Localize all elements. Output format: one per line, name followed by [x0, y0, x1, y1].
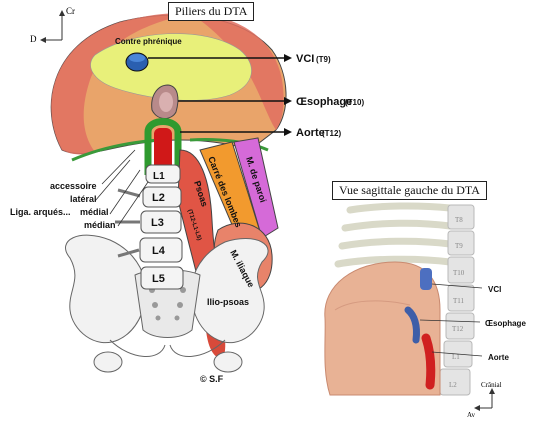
orientation-axis: Cr D [30, 6, 75, 44]
sagittal-diagram: T8 T9 T10 T11 T12 L1 L2 VCI Œsophage Aor… [324, 202, 526, 419]
sag-aorta [421, 333, 436, 390]
sag-orientation-axis: Crânial Av [467, 381, 502, 419]
accessoire-label: accessoire [50, 181, 97, 191]
sag-axis-up: Crânial [481, 381, 502, 389]
vertebra-label: L4 [152, 245, 166, 257]
sag-vci-label: VCI [488, 285, 501, 294]
sag-axis-left: Av [467, 411, 476, 419]
sag-vci [420, 268, 432, 290]
lateral-label: latéral [70, 194, 97, 204]
vertebra-l1 [145, 164, 181, 184]
centre-label: Contre phrénique [115, 37, 182, 46]
vci-foramen [125, 52, 292, 72]
sag-oesophagus-label: Œsophage [485, 319, 526, 328]
aorte-label: Aorte [296, 127, 325, 139]
axis-up-label: Cr [66, 6, 75, 16]
sag-vertebra-label: L1 [452, 353, 460, 361]
vertebra-l4 [139, 237, 183, 263]
vertebra-label: L1 [153, 171, 165, 182]
ligament-pointers [94, 149, 149, 227]
oesophagus-label: Œsophage [296, 96, 352, 108]
aorte-level: (T12) [322, 129, 341, 138]
lumbar-spine: L1 L2 L3 L4 L5 [115, 164, 184, 290]
sagittal-title: Vue sagittale gauche du DTA [332, 181, 487, 200]
sag-vertebra-label: T9 [455, 242, 463, 250]
thoracic-spine: T8 T9 T10 T11 T12 L1 L2 [439, 204, 475, 396]
sag-vertebra-label: L2 [449, 381, 457, 389]
sag-vertebra-label: T8 [455, 216, 463, 224]
sag-vertebra-label: T10 [453, 269, 465, 277]
vci-level: (T9) [316, 55, 331, 64]
vertebra-l5 [140, 266, 184, 290]
sag-oesophagus [404, 306, 420, 344]
aortic-hiatus [144, 118, 292, 176]
pelvis [65, 234, 269, 373]
sag-vertebra-label: T12 [452, 325, 464, 333]
diaphragm-dome [50, 13, 287, 162]
vertebra-l2 [142, 186, 182, 208]
vertebra-l3 [140, 210, 182, 234]
signature: © S.F [200, 374, 224, 384]
vertebra-label: L5 [152, 273, 165, 285]
medial-label: médial [80, 207, 109, 217]
oesophagus-level: (T10) [345, 98, 364, 107]
vertebra-label: L3 [151, 217, 164, 229]
median-label: médian [84, 220, 116, 230]
vertebra-label: L2 [152, 192, 165, 204]
sag-vertebra-label: T11 [453, 297, 465, 305]
sag-aorte-label: Aorte [488, 353, 509, 362]
main-title: Piliers du DTA [168, 2, 255, 21]
vci-label: VCI [296, 53, 314, 65]
axis-left-label: D [30, 34, 37, 44]
oesophagus-hiatus [151, 84, 292, 119]
ligaments-label: Liga. arqués... [10, 207, 71, 217]
iliopsoas-label: Ilio-psoas [207, 297, 249, 307]
